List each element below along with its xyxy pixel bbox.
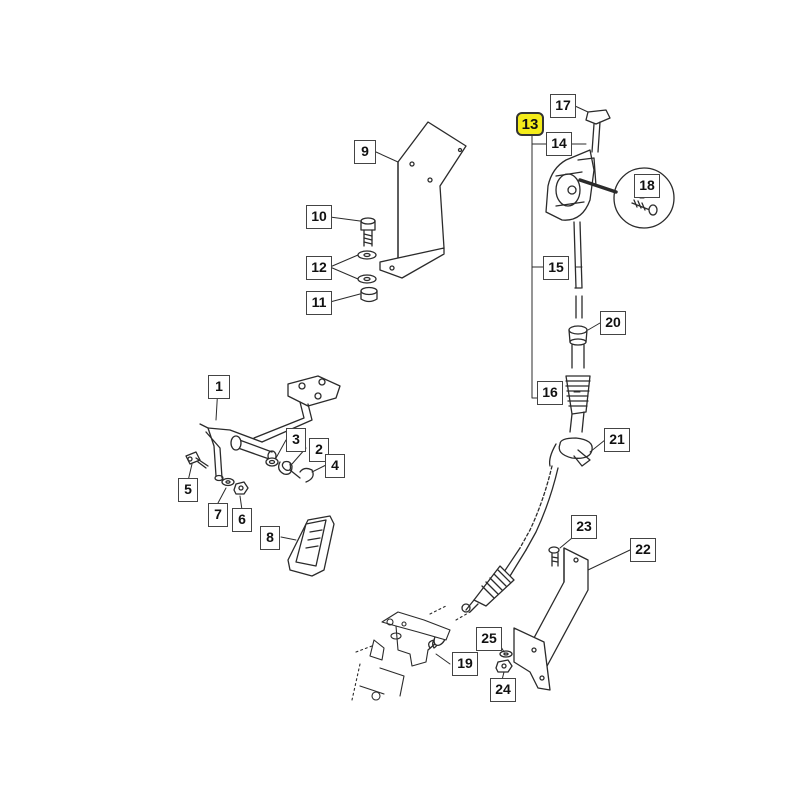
part-6-nut: [233, 481, 249, 495]
callout-19[interactable]: 19: [452, 652, 478, 676]
callout-21[interactable]: 21: [604, 428, 630, 452]
part-3-bushing: [265, 457, 279, 467]
callout-20[interactable]: 20: [600, 311, 626, 335]
part-14-lever-housing: [545, 149, 597, 221]
part-15-cable-rod: [573, 221, 583, 319]
part-25-washer: [499, 650, 513, 658]
part-17-lever-knob: [585, 109, 611, 153]
callout-25[interactable]: 25: [476, 627, 502, 651]
callout-10[interactable]: 10: [306, 205, 332, 229]
part-20-cable-fitting: [568, 325, 588, 369]
part-8-pedal-pad: [287, 515, 335, 577]
part-10-bolt: [360, 217, 376, 247]
callout-2[interactable]: 2: [309, 438, 329, 462]
callout-18[interactable]: 18: [634, 174, 660, 198]
callout-3[interactable]: 3: [286, 428, 306, 452]
callout-23[interactable]: 23: [571, 515, 597, 539]
cable-lower-section: [461, 465, 559, 613]
part-1-pedal-arm: [199, 375, 341, 482]
callout-1[interactable]: 1: [208, 375, 230, 399]
callout-8[interactable]: 8: [260, 526, 280, 550]
part-22-support-bracket: [513, 547, 589, 691]
part-21-cable-clip: [548, 437, 593, 467]
callout-6[interactable]: 6: [232, 508, 252, 532]
callout-12[interactable]: 12: [306, 256, 332, 280]
part-7-washer: [221, 477, 235, 487]
callout-24[interactable]: 24: [490, 678, 516, 702]
part-9-bracket: [379, 121, 467, 279]
lower-linkage: [351, 605, 471, 701]
callout-11[interactable]: 11: [306, 291, 332, 315]
callout-17[interactable]: 17: [550, 94, 576, 118]
callout-13-highlighted[interactable]: 13: [516, 112, 544, 136]
part-11-nut: [360, 286, 378, 303]
callout-5[interactable]: 5: [178, 478, 198, 502]
callout-4[interactable]: 4: [325, 454, 345, 478]
part-24-nut: [495, 659, 513, 673]
callout-16[interactable]: 16: [537, 381, 563, 405]
part-23-bolt: [548, 546, 560, 567]
part-5-fitting: [185, 451, 209, 469]
callout-9[interactable]: 9: [354, 140, 376, 164]
callout-15[interactable]: 15: [543, 256, 569, 280]
part-4-clip: [299, 467, 314, 483]
callout-14[interactable]: 14: [546, 132, 572, 156]
part-16-cable-boot: [565, 375, 591, 433]
part-2-spring: [278, 460, 301, 479]
callout-22[interactable]: 22: [630, 538, 656, 562]
part-12-washers: [357, 250, 377, 284]
callout-7[interactable]: 7: [208, 503, 228, 527]
